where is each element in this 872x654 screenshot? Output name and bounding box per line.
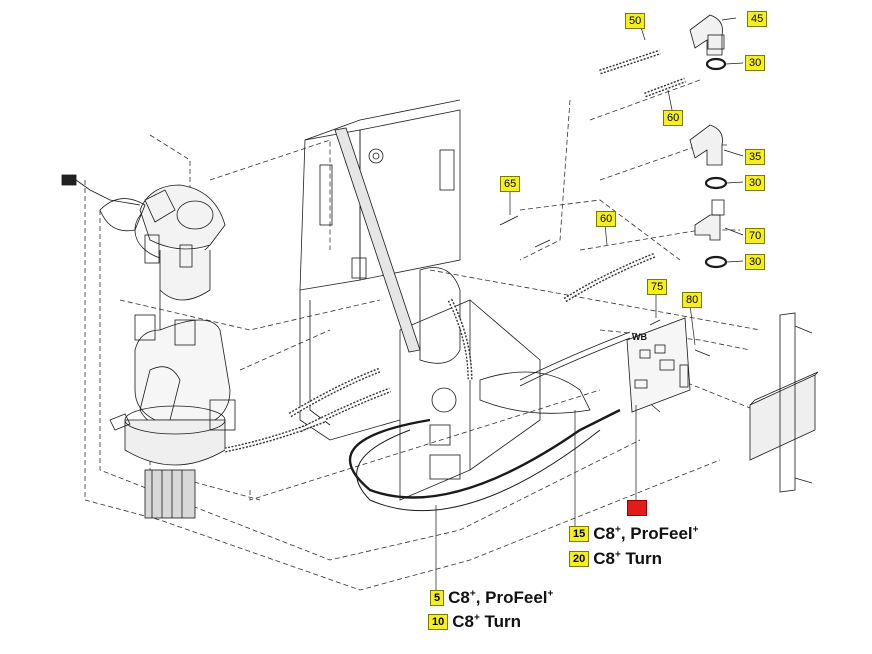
cover-plate <box>749 312 819 493</box>
machine-frame <box>299 99 591 501</box>
pump-assembly <box>99 184 236 519</box>
legend-sup2-5: + <box>547 588 554 600</box>
legend-number-15: 15 <box>569 526 590 542</box>
legend-sup-5: + <box>469 588 476 600</box>
legend-text-10: Turn <box>479 612 522 631</box>
wire-harness <box>348 331 631 512</box>
legend-number-5: 5 <box>430 590 445 606</box>
legend-row-5: 5 C8+, ProFeel+ <box>430 588 553 608</box>
legend-model-5: C8 <box>448 588 470 607</box>
legend-sup-20: + <box>614 549 621 561</box>
callout-60-mid: 60 <box>596 211 617 227</box>
belt <box>334 127 421 353</box>
callout-45: 45 <box>747 11 768 27</box>
legend-sup-10: + <box>473 612 480 624</box>
legend-model-15: C8 <box>593 524 615 543</box>
circuit-board <box>626 317 691 413</box>
cable-connector <box>61 174 141 206</box>
legend-sup-15: + <box>614 524 621 536</box>
legend-row-20: 20 C8+ Turn <box>569 549 662 569</box>
callout-80: 80 <box>682 292 703 308</box>
corrugated-hoses <box>224 49 686 453</box>
callout-75: 75 <box>647 279 668 295</box>
legend-row-10: 10 C8+ Turn <box>428 612 521 632</box>
callout-50: 50 <box>625 13 646 29</box>
legend-number-10: 10 <box>428 614 449 630</box>
o-rings <box>704 57 728 269</box>
leader-lines <box>435 17 744 592</box>
callout-35: 35 <box>745 149 766 165</box>
legend-model-10: C8 <box>452 612 474 631</box>
legend-text-15: , ProFeel <box>620 524 693 543</box>
legend-text-20: Turn <box>620 549 663 568</box>
callout-70: 70 <box>745 228 766 244</box>
legend-number-20: 20 <box>569 551 590 567</box>
elbow-fittings <box>689 14 725 241</box>
callout-30-bottom: 30 <box>745 254 766 270</box>
callout-65: 65 <box>500 176 521 192</box>
legend-sup2-15: + <box>692 524 699 536</box>
callout-60-top: 60 <box>663 110 684 126</box>
pcb-label: WB <box>632 332 647 342</box>
callout-25-highlight: 25 <box>627 500 648 516</box>
callout-30-mid: 30 <box>745 175 766 191</box>
legend-model-20: C8 <box>593 549 615 568</box>
callout-30-top: 30 <box>745 55 766 71</box>
legend-row-15: 15 C8+, ProFeel+ <box>569 524 698 544</box>
legend-text-5: , ProFeel <box>475 588 548 607</box>
